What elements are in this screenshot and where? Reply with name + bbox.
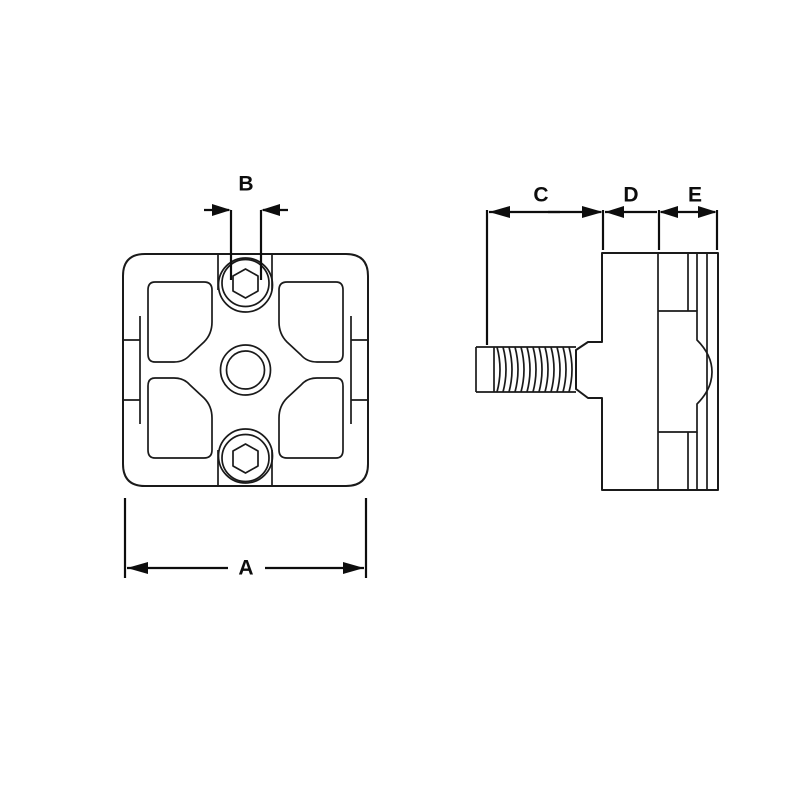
dimension-D-label: D (623, 184, 638, 207)
side-relief-profile (658, 310, 713, 433)
pocket-cutout-bottom-left (147, 377, 213, 459)
dimension-E-label: E (688, 184, 702, 207)
hex-socket-screw-top (217, 257, 274, 313)
dimension-C: C (485, 184, 560, 345)
side-body-outline (575, 252, 719, 491)
side-rib-lines (687, 253, 708, 490)
left-edge-tslot (123, 316, 141, 424)
dimension-B-label: B (238, 173, 253, 196)
threaded-stud (475, 346, 576, 393)
bottom-screw-boss (217, 450, 273, 486)
pocket-cutout-bottom-right (278, 377, 344, 459)
pocket-cutout-top-right (278, 281, 344, 363)
dimension-D: D (548, 184, 661, 250)
dimension-A-label: A (238, 557, 253, 580)
front-view: A B (122, 173, 369, 580)
dimension-E: E (659, 184, 719, 250)
right-edge-tslot (350, 316, 368, 424)
hex-socket-screw-bottom (217, 428, 274, 484)
front-plate-outline (122, 253, 369, 487)
center-bore (219, 344, 272, 396)
side-view: C D E (475, 184, 719, 491)
dimension-A: A (123, 498, 368, 580)
pocket-cutout-top-left (147, 281, 213, 363)
dimension-B: B (204, 173, 288, 280)
dimension-C-label: C (533, 184, 548, 207)
